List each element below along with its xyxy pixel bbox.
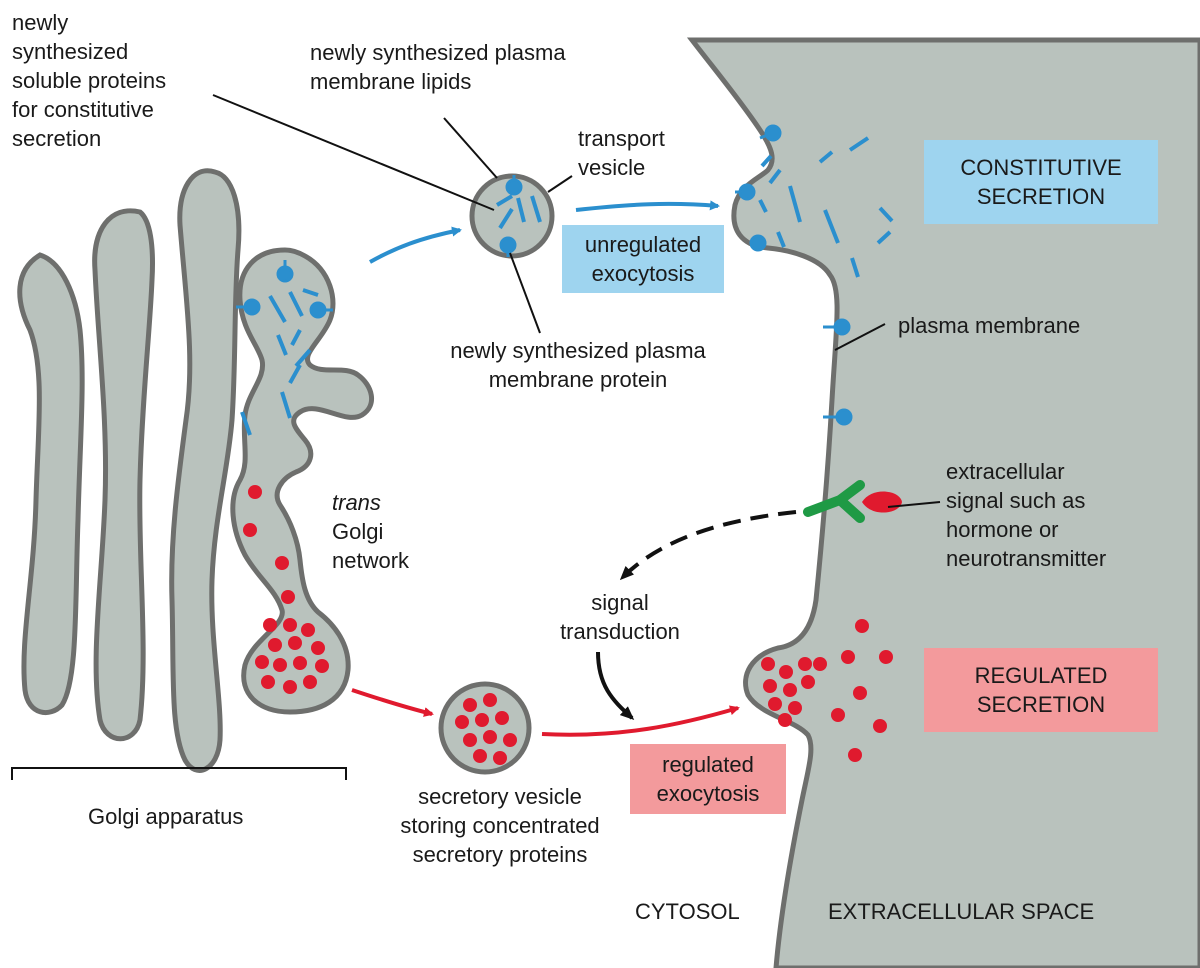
arrow-signal-dashed — [619, 510, 797, 581]
unregulated-exocytosis-box: unregulated exocytosis — [562, 225, 724, 293]
regulated-exocytosis-label: regulated exocytosis — [656, 752, 760, 806]
golgi-apparatus-bracket — [11, 767, 347, 780]
blue-membrane-proteins — [236, 124, 853, 426]
trans-golgi-network — [230, 247, 374, 715]
golgi-cisterna-2 — [92, 208, 155, 742]
cytosol-label: CYTOSOL — [635, 899, 740, 924]
regulated-exocytosis-box: regulated exocytosis — [630, 744, 786, 814]
arrow-golgi-to-secretory-vesicle — [351, 688, 434, 717]
soluble-proteins-label: newly synthesized soluble proteins for c… — [12, 10, 167, 151]
secretory-vesicle — [438, 681, 532, 775]
regulated-secretion-box: REGULATED SECRETION — [924, 648, 1158, 732]
unregulated-exocytosis-label: unregulated exocytosis — [584, 232, 702, 286]
extracellular-signal-label: extracellular signal such as hormone or … — [946, 459, 1107, 571]
extracellular-space-region — [686, 37, 1200, 968]
arrow-regulated-exocytosis — [541, 705, 740, 737]
golgi-cisterna-1 — [17, 252, 85, 715]
golgi-apparatus-label: Golgi apparatus — [88, 804, 244, 829]
transport-vesicle-label: transport vesicle — [578, 126, 665, 180]
trans-word: trans — [332, 490, 381, 515]
secretory-vesicle-label: secretory vesicle storing concentrated s… — [400, 784, 600, 867]
constitutive-secretion-box: CONSTITUTIVE SECRETION — [924, 140, 1158, 224]
golgi-network-label: Golgi network — [332, 519, 410, 573]
arrow-unregulated-exocytosis — [575, 200, 720, 212]
pointer-lines — [212, 94, 941, 508]
regulated-secretion-label: REGULATED SECRETION — [974, 663, 1108, 717]
extracellular-space-label: EXTRACELLULAR SPACE — [828, 899, 1095, 924]
arrow-golgi-to-transport-vesicle — [369, 226, 462, 264]
blue-soluble-proteins — [240, 136, 894, 436]
signal-transduction-label: signal transduction — [560, 590, 680, 644]
plasma-membrane-label: plasma membrane — [898, 313, 1081, 338]
constitutive-secretion-label: CONSTITUTIVE SECRETION — [960, 155, 1122, 209]
red-secretory-proteins — [243, 485, 893, 765]
golgi-cisterna-3 — [169, 168, 242, 773]
arrow-signal-transduction — [596, 651, 635, 721]
lipids-label: newly synthesized plasma membrane lipids — [310, 40, 566, 94]
membrane-protein-label: newly synthesized plasma membrane protei… — [450, 338, 706, 392]
